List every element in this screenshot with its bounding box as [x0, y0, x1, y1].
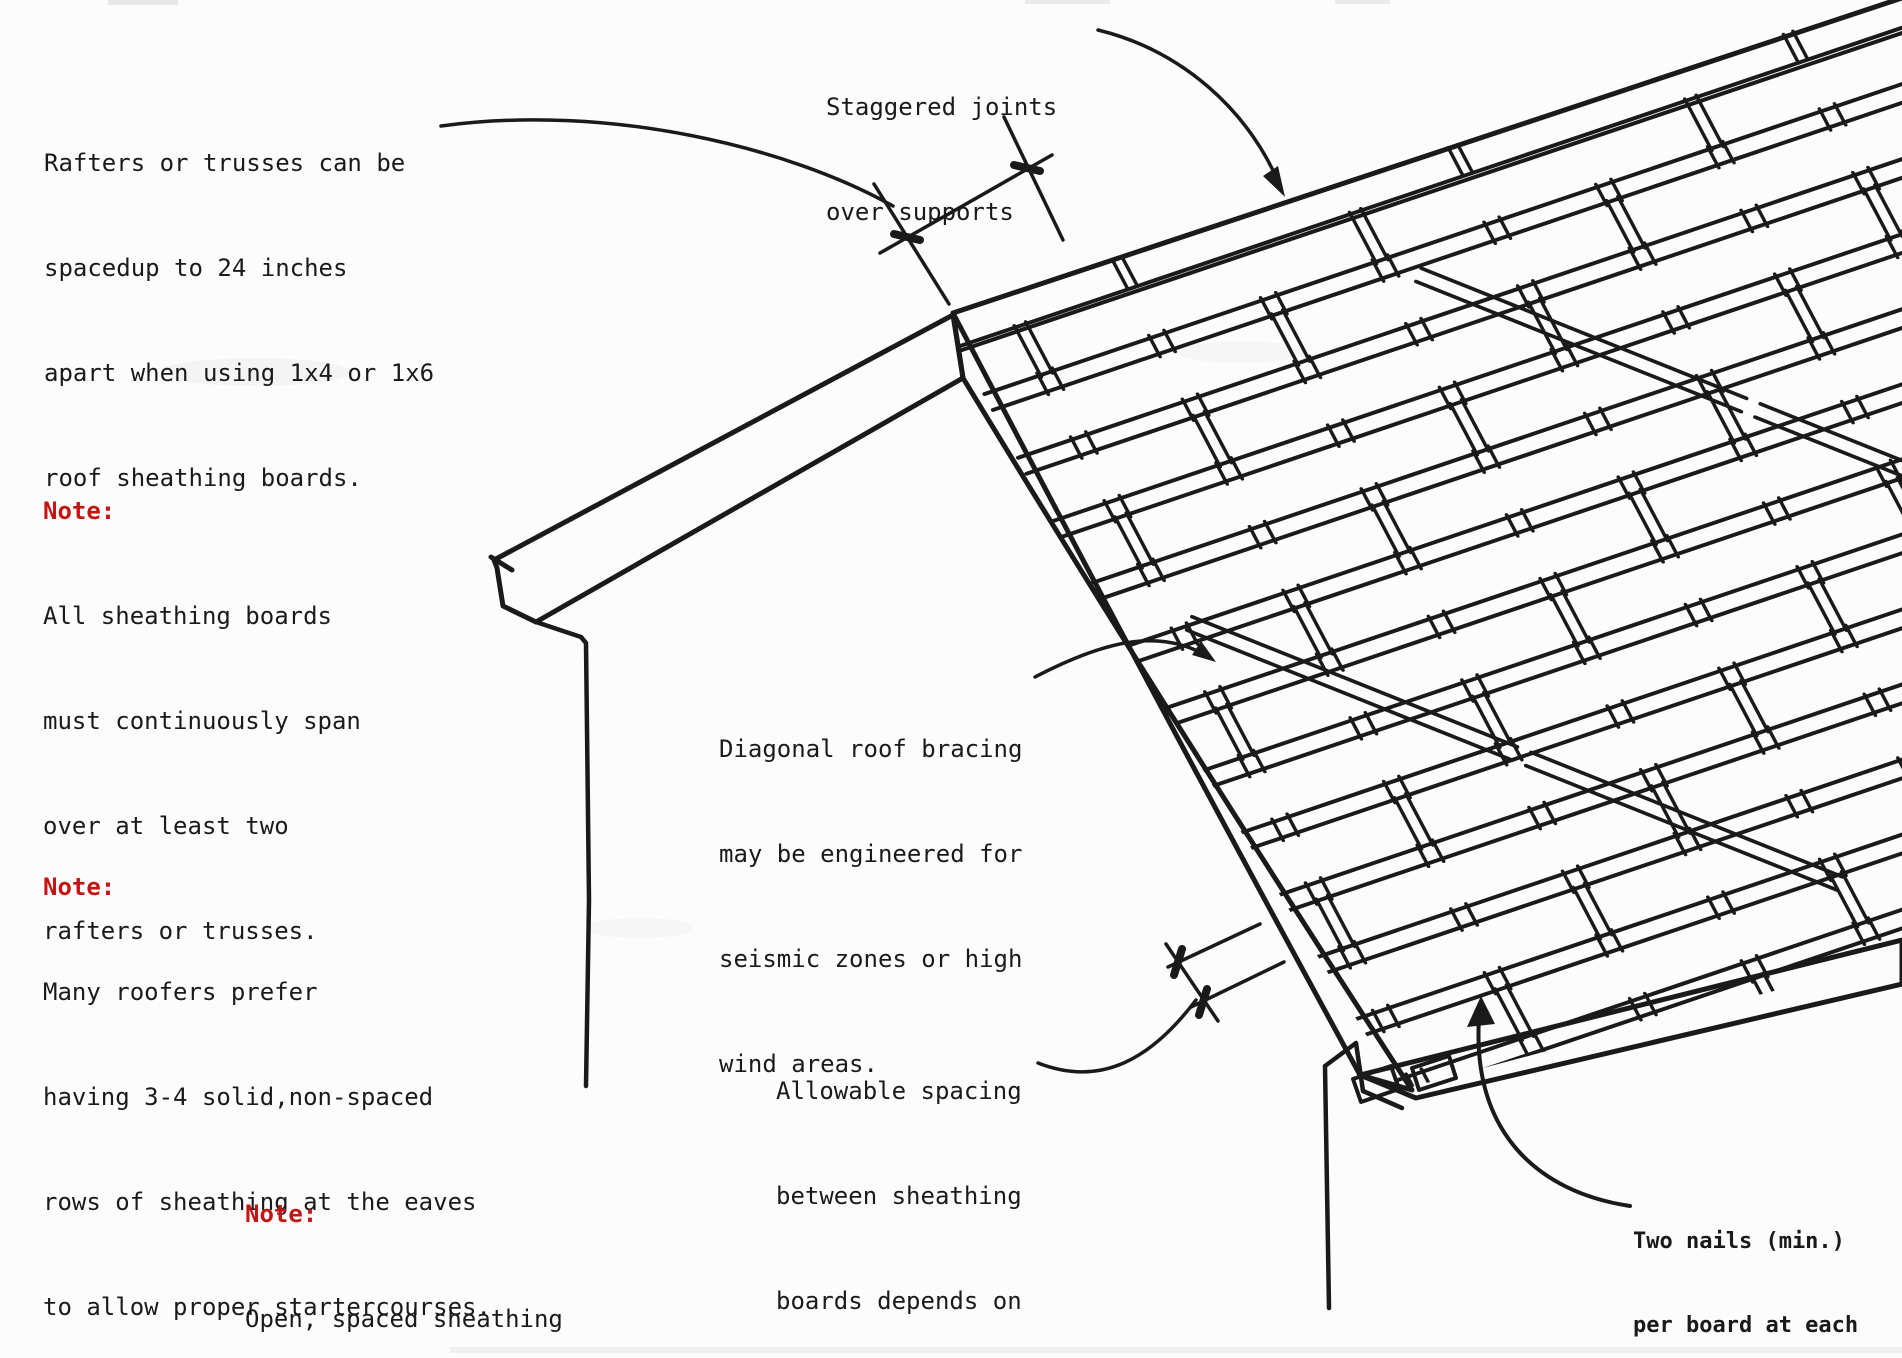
rake-fascia	[950, 310, 1415, 1093]
ridge-trim-line	[960, 31, 1902, 352]
text-line: must continuously span	[43, 707, 361, 735]
sheathing-boards	[957, 11, 1902, 1090]
text-line: Allowable spacing	[776, 1077, 1022, 1105]
text-line: over supports	[826, 198, 1014, 226]
dimension-tick	[890, 161, 1044, 244]
leader-arrowheads	[1192, 166, 1495, 1027]
rafter-spacing-note: Rafters or trusses can be spacedup to 24…	[44, 76, 434, 566]
leader-staggered-joints	[1096, 28, 1283, 190]
text-line: per board at each	[1633, 1313, 1859, 1338]
note-label: Note:	[43, 497, 116, 525]
text-line: wind areas.	[719, 1050, 878, 1078]
text-line: Many roofers prefer	[43, 978, 318, 1006]
text-line: Open, spaced sheathing	[245, 1305, 563, 1333]
board-end-caps	[1351, 1054, 1458, 1104]
text-line: to allow proper startercourses.	[43, 1293, 491, 1321]
text-line: All sheathing boards	[43, 602, 332, 630]
text-line: seismic zones or high	[719, 945, 1023, 973]
eave-wall-corner	[1322, 1040, 1405, 1311]
dimension-tick	[1170, 945, 1211, 1019]
note-eaves-rows: Note: Many roofers prefer having 3-4 sol…	[43, 800, 491, 1358]
text-line: Rafters or trusses can be	[44, 149, 406, 177]
ridge-edge	[950, 0, 1902, 316]
text-line: over at least two	[43, 812, 289, 840]
ridge-beam-end-barb	[488, 554, 515, 573]
gable-wall-line	[533, 619, 592, 1089]
scan-artifacts	[108, 0, 1902, 1353]
roof-plane	[957, 11, 1902, 1090]
two-nails-label: Two nails (min.) per board at each suppo…	[1633, 1172, 1858, 1358]
board-joints	[1012, 29, 1902, 1090]
leader-diagonal-bracing	[1033, 639, 1211, 679]
note-continuous-span: Note: All sheathing boards must continuo…	[43, 424, 361, 1019]
note-open-sheathing: Note: Open, spaced sheathing is often no…	[245, 1127, 563, 1358]
text-line: apart when using 1x4 or 1x6	[44, 359, 435, 387]
text-line: Two nails (min.)	[1633, 1229, 1845, 1254]
text-line: spacedup to 24 inches	[44, 254, 348, 282]
staggered-joints-label: Staggered joints over supports	[826, 20, 1057, 300]
arrow-diagonal-bracing	[1192, 641, 1216, 662]
text-line: Diagonal roof bracing	[719, 735, 1023, 763]
text-line: boards depends on	[776, 1287, 1022, 1315]
text-line: may be engineered for	[719, 840, 1023, 868]
diagonal-bracing-label: Diagonal roof bracing may be engineered …	[719, 662, 1022, 1152]
note-label: Note:	[43, 873, 116, 901]
leader-two-nails	[1476, 1016, 1632, 1208]
board-gap-dimension	[1164, 922, 1286, 1023]
ridge-beam	[491, 312, 966, 625]
note-label: Note:	[245, 1200, 318, 1228]
text-line: rows of sheathing at the eaves	[43, 1188, 477, 1216]
text-line: rafters or trusses.	[43, 917, 318, 945]
arrow-two-nails	[1467, 996, 1495, 1027]
text-line: having 3-4 solid,non-spaced	[43, 1083, 434, 1111]
text-line: roof sheathing boards.	[44, 464, 362, 492]
leader-rafter-spacing	[439, 118, 895, 208]
diagonal-braces	[1184, 266, 1902, 892]
leader-allowable-spacing	[1036, 998, 1198, 1074]
arrow-staggered-joints	[1263, 166, 1285, 197]
allowable-spacing-label: Allowable spacing between sheathing boar…	[776, 1004, 1051, 1358]
text-line: between sheathing	[776, 1182, 1022, 1210]
text-line: Staggered joints	[826, 93, 1058, 121]
